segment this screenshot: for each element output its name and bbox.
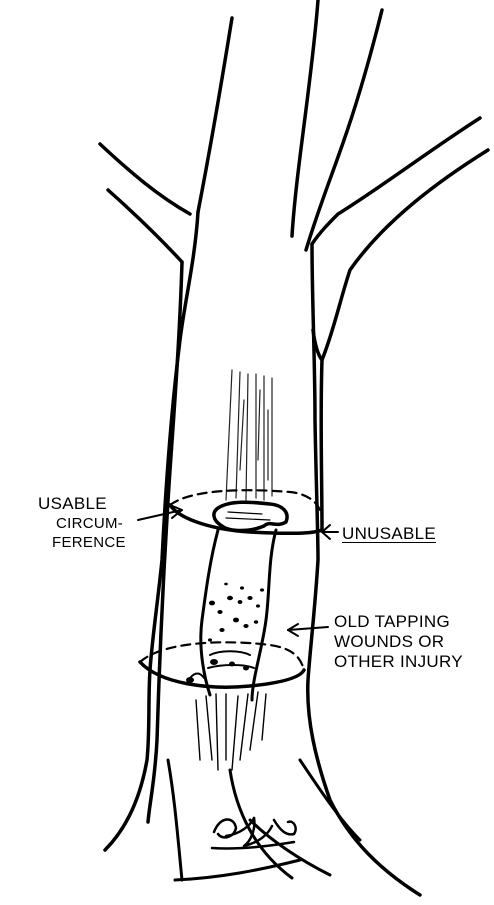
- root-flare: [168, 760, 360, 880]
- wounds-arrow: [288, 624, 328, 636]
- trunk-outline: [105, 212, 420, 895]
- usable-label: USABLE: [38, 494, 107, 514]
- wound-opening: [214, 502, 287, 530]
- wound-opening-texture: [226, 512, 270, 520]
- ference-label: FERENCE: [52, 533, 126, 553]
- usable-arrow: [138, 505, 182, 520]
- right-branch: [292, 0, 488, 360]
- wounds-label-line-2: WOUNDS OR: [334, 632, 444, 652]
- wounds-label-line-3: OTHER INJURY: [334, 652, 463, 672]
- circum-label: CIRCUM-: [56, 514, 123, 534]
- panel-base-damage: [190, 651, 254, 678]
- wound-panel: [201, 530, 276, 700]
- upper-bark-strokes: [226, 370, 272, 500]
- wounds-label-line-1: OLD TAPPING: [334, 612, 450, 632]
- panel-base-fill: [186, 659, 249, 683]
- left-branch: [100, 18, 232, 262]
- signature: [212, 818, 296, 849]
- wound-scar-marks: [208, 583, 264, 642]
- lower-bark-strokes: [196, 692, 266, 770]
- unusable-arrow: [322, 525, 338, 539]
- unusable-label: UNUSABLE: [342, 524, 436, 544]
